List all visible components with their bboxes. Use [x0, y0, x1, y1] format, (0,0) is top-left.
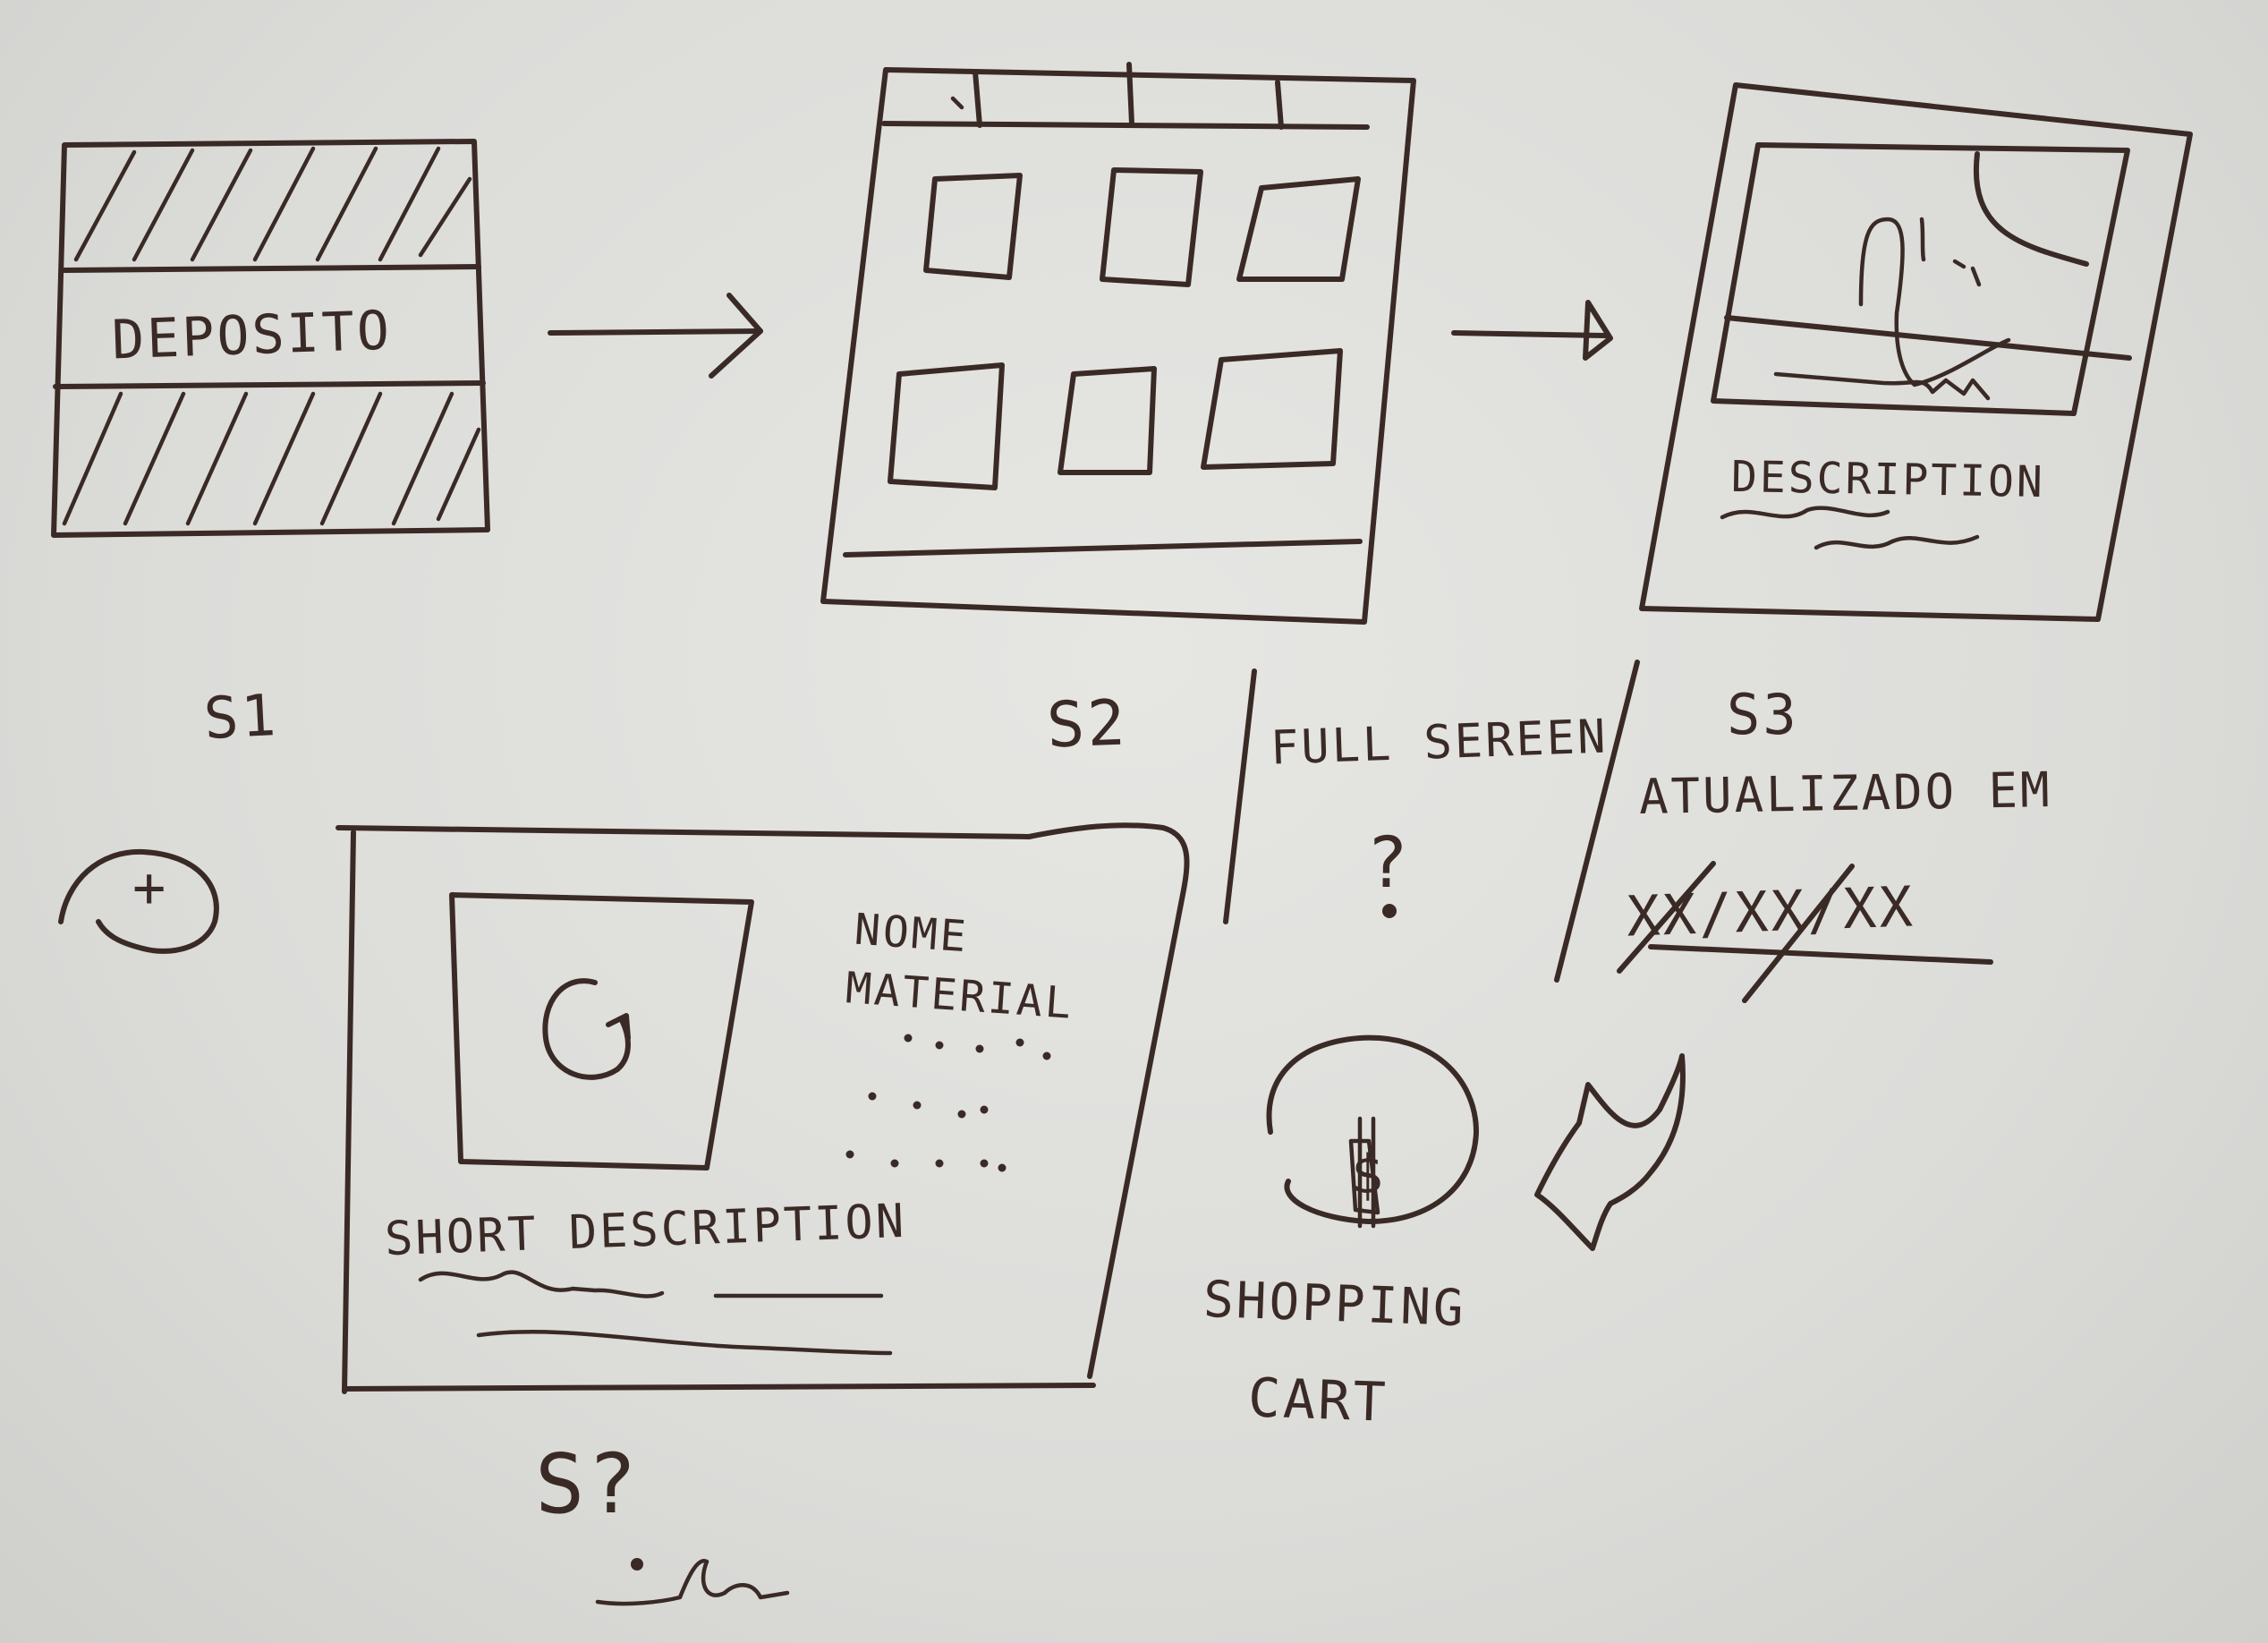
image-placeholder-refresh-icon	[542, 978, 631, 1080]
shopping-cart-symbol: $	[1351, 1144, 1387, 1206]
s3-updated-date: XX/XX/XX	[1625, 873, 1916, 949]
add-button-sketch	[58, 848, 219, 954]
arrow-s2-to-s3	[1451, 300, 1613, 361]
s1-screen-sketch	[51, 139, 490, 538]
cart-badge-sketch	[1534, 1053, 1686, 1251]
date-strike-lines	[1617, 861, 1993, 1003]
shopping-cart-sketch	[1266, 1034, 1479, 1229]
separator-left	[1223, 668, 1257, 924]
shopping-cart-label-line1: SHOPPING	[1202, 1270, 1467, 1339]
s-unknown-scribble	[595, 1558, 790, 1606]
material-details-dots	[845, 1034, 1051, 1172]
s2-label: S2	[1045, 685, 1129, 762]
s3-screen-sketch	[1639, 82, 2193, 622]
s2-grid-tiles	[888, 167, 1361, 490]
arrow-s1-to-s2	[548, 293, 763, 379]
shopping-cart-label-line2: CART	[1246, 1366, 1389, 1434]
separator-right	[1554, 660, 1640, 983]
s1-top-hatching	[73, 146, 472, 262]
s-unknown-screen-sketch	[336, 822, 1190, 1394]
s1-label: S1	[202, 682, 280, 753]
s1-banner-text: DEPOSITO	[110, 299, 394, 372]
full-screen-question: ?	[1366, 823, 1411, 904]
s2-screen-sketch	[820, 62, 1416, 625]
material-name-line1: NOME	[853, 904, 971, 963]
full-screen-question-dot	[1382, 904, 1397, 918]
add-symbol: +	[132, 855, 169, 920]
s-unknown-label: S?	[535, 1436, 640, 1532]
s3-updated-note: ATUALIZADO EM	[1638, 761, 2053, 826]
s1-bottom-hatching	[62, 391, 481, 526]
s3-label: S3	[1727, 682, 1799, 747]
s3-description-title: DESCRIPTION	[1730, 451, 2046, 508]
